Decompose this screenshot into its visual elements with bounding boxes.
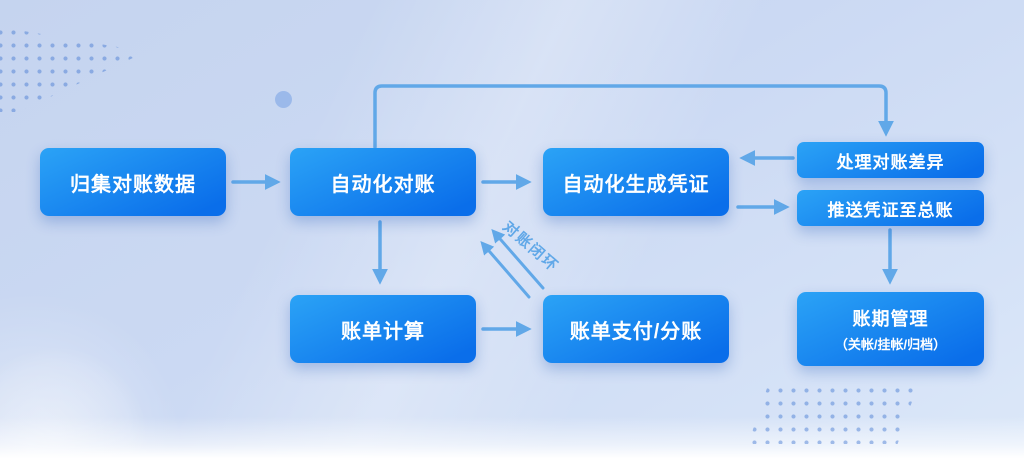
dots-pattern-bottom-right xyxy=(748,384,918,444)
arrow-top-loop-autorecon-to-diff xyxy=(373,84,894,149)
node-label: 自动化生成凭证 xyxy=(562,173,710,196)
arrow-billpay-to-autorecon: 对账闭环 xyxy=(480,217,563,299)
node-label: 推送凭证至总账 xyxy=(827,200,954,220)
dots-pattern-top-left xyxy=(0,26,146,112)
node-handle-reconciliation-difference: 处理对账差异 xyxy=(797,142,984,178)
node-bill-payment-split: 账单支付/分账 xyxy=(543,295,729,363)
large-circle-decoration xyxy=(0,348,146,463)
node-bill-calculation: 账单计算 xyxy=(290,295,476,363)
node-auto-generate-voucher: 自动化生成凭证 xyxy=(543,148,729,216)
node-push-voucher-to-ledger: 推送凭证至总账 xyxy=(797,190,984,226)
node-period-management: 账期管理 （关帐/挂帐/归档） xyxy=(797,292,984,366)
node-label: 处理对账差异 xyxy=(836,152,945,172)
loop-edge-label: 对账闭环 xyxy=(499,217,562,275)
node-label: 账单支付/分账 xyxy=(569,320,703,343)
node-sublabel: （关帐/挂帐/归档） xyxy=(834,337,947,352)
node-label: 自动化对账 xyxy=(330,173,436,196)
node-collect-reconciliation-data: 归集对账数据 xyxy=(40,148,226,216)
small-circle-decoration xyxy=(275,91,292,108)
node-automated-reconciliation: 自动化对账 xyxy=(290,148,476,216)
node-label: 账单计算 xyxy=(341,320,425,343)
node-label: 归集对账数据 xyxy=(70,173,196,196)
node-label: 账期管理 xyxy=(852,309,929,329)
